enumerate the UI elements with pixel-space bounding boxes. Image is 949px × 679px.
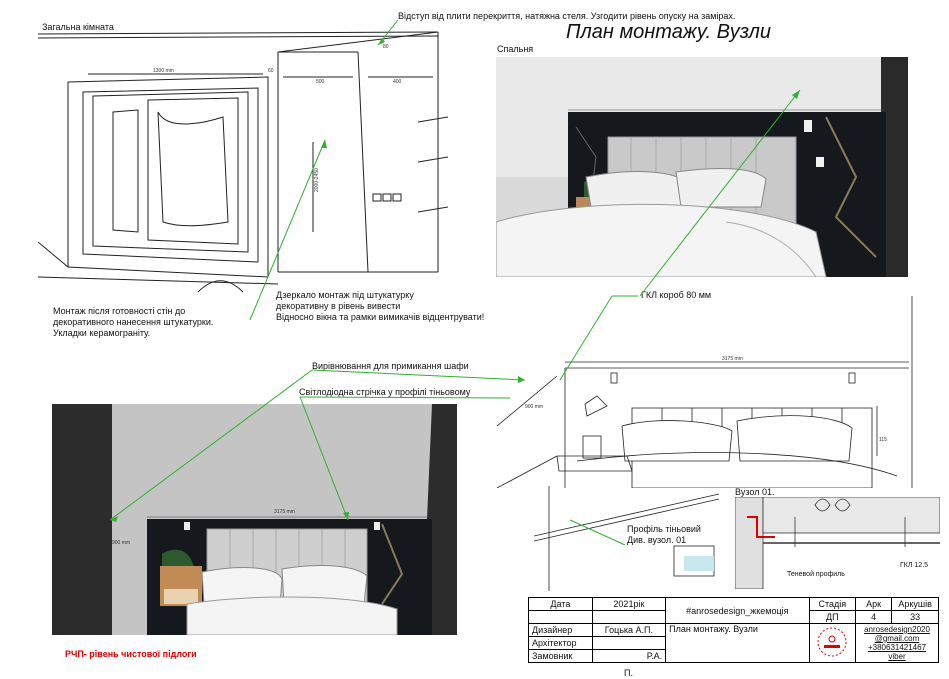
shadow-profile-label: Профіль тіньовий Див. вузол. 01 (627, 524, 701, 545)
hashtag: #anrosedesign_жкемоція (665, 597, 810, 624)
logo-seal-icon (817, 627, 847, 657)
floor-level-note: РЧП- рівень чистової підлоги (65, 649, 197, 659)
bedroom-render-bottom: 3175 mm 900 mm (52, 404, 457, 635)
dim-900-mid: 900 mm (525, 404, 543, 410)
living-room-label: Загальна кімната (42, 22, 114, 32)
contact-phone: +380631421467 viber (867, 643, 927, 661)
date-label: Дата (528, 597, 593, 611)
designer-value: Гоцька А.П. (591, 623, 667, 637)
dim-60: 60 (268, 68, 274, 74)
dim-3175-mid: 3175 mm (722, 356, 743, 362)
empty-cell (591, 610, 667, 624)
bedroom-render-top (496, 57, 908, 277)
contact-email-1: anrosedesign2020 (864, 625, 930, 634)
date-value: 2021рік (591, 597, 667, 611)
alignment-note: Вирівнювання для примикання шафи (312, 361, 469, 371)
client-value: Р.А. (591, 649, 667, 663)
shadow-profile-detail (534, 486, 724, 591)
shadow-profile-small-label: Теневой профиль (787, 571, 845, 578)
sheet-value: 4 (855, 610, 893, 624)
empty-cell (591, 636, 667, 650)
gkl-thickness-label: ГКЛ 12.5 (900, 562, 929, 569)
dim-2000: 2000-2450 (314, 168, 320, 192)
led-strip-note: Світлодіодна стрічка у профілі тіньовому (299, 387, 471, 397)
title-block: Дата 2021рік #anrosedesign_жкемоція Стад… (528, 597, 939, 663)
mirror-note: Дзеркало монтаж під штукатурку декоратив… (276, 290, 485, 322)
bedroom-label: Спальня (497, 44, 534, 54)
dim-115: 115 (879, 437, 887, 443)
contact-cell: anrosedesign2020 @gmail.com +38063142146… (855, 623, 939, 663)
footer-letter: П. (624, 668, 633, 678)
node-01-section (735, 497, 940, 589)
client-label: Замовник (528, 649, 593, 663)
gkl-box-label: ГКЛ короб 80 мм (641, 290, 712, 300)
dim-80: 80 (383, 44, 389, 50)
logo-cell (808, 623, 857, 663)
node-title: Вузол 01. (735, 487, 775, 497)
living-room-drawing: 1300 mm 60 500 400 80 2000-2450 (38, 22, 448, 297)
stage-value: ДП (808, 610, 857, 624)
page-title: План монтажу. Вузли (566, 21, 771, 43)
plan-title-stamp: План монтажу. Вузли (665, 623, 810, 663)
dim-500: 500 (316, 79, 325, 85)
sheets-label: Аркушів (891, 597, 939, 611)
stage-label: Стадія (808, 597, 857, 611)
sheet-label: Арк (855, 597, 893, 611)
dim-400: 400 (393, 79, 402, 85)
empty-cell (528, 610, 593, 624)
architect-label: Архітектор (528, 636, 593, 650)
dim-1300: 1300 mm (153, 68, 174, 74)
bedroom-elevation-drawing: 3175 mm 900 mm 115 (497, 296, 917, 488)
designer-label: Дизайнер (528, 623, 593, 637)
ceiling-note: Відступ від плити перекриття, натяжна ст… (398, 11, 736, 21)
contact-email-2: @gmail.com (874, 634, 920, 643)
install-note: Монтаж після готовності стін до декорати… (53, 306, 214, 338)
dim-900-bottom: 900 mm (112, 540, 130, 546)
dim-3175-bottom: 3175 mm (274, 509, 295, 515)
sheets-value: 33 (891, 610, 939, 624)
